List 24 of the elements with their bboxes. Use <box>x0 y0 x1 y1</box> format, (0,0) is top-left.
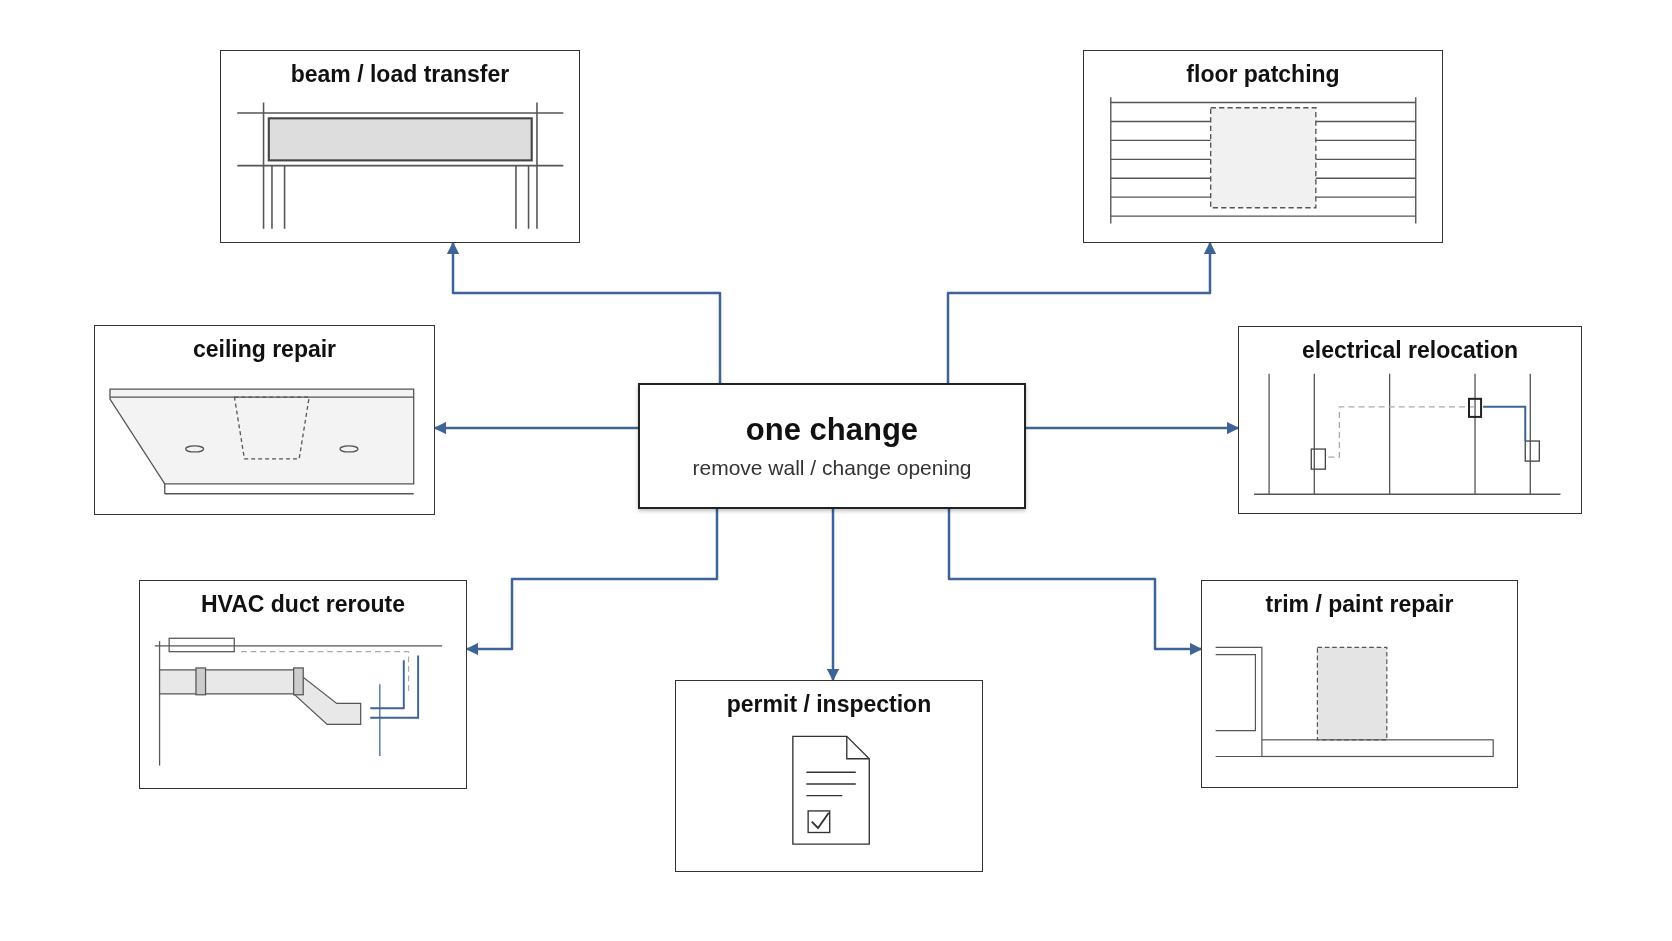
topic-box <box>220 50 580 243</box>
topic-box <box>139 580 467 789</box>
subheading: remove wall / change opening <box>692 456 972 480</box>
arrow <box>446 241 722 383</box>
arrow <box>465 509 719 656</box>
box-heading: ceiling repair <box>192 336 337 363</box>
box-heading: beam / load transfer <box>290 61 510 88</box>
topic-box <box>1083 50 1443 243</box>
topic-box <box>675 680 983 872</box>
arrow <box>947 509 1203 656</box>
box-heading: electrical relocation <box>1301 337 1518 364</box>
topic-box <box>94 325 435 515</box>
arrow <box>826 509 840 682</box>
main-heading: one change <box>745 412 919 448</box>
arrow <box>1026 421 1240 435</box>
box-heading: floor patching <box>1186 61 1340 88</box>
central-box <box>638 383 1026 509</box>
arrow <box>946 241 1217 383</box>
box-heading: permit / inspection <box>726 691 932 718</box>
topic-box <box>1201 580 1518 788</box>
arrow <box>433 421 638 435</box>
box-heading: HVAC duct reroute <box>200 591 405 618</box>
topic-box <box>1238 326 1582 514</box>
box-heading: trim / paint repair <box>1265 591 1454 618</box>
